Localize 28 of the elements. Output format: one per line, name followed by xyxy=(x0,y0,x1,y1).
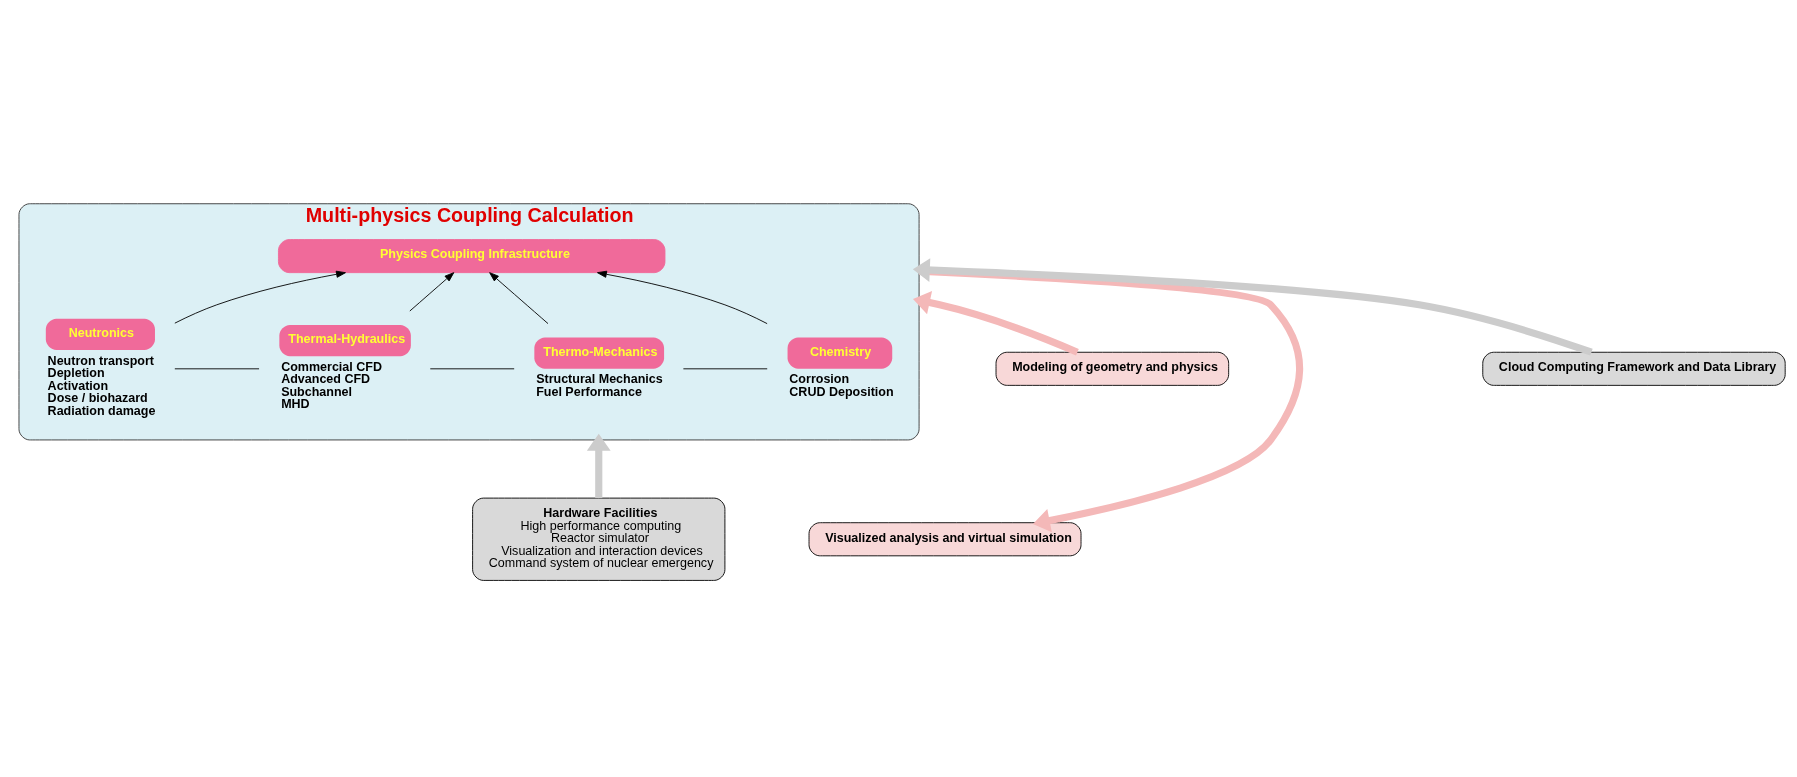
arrow xyxy=(912,258,1593,356)
node-label: Depletion xyxy=(47,366,105,381)
node-box: Visualized analysis and virtual simulation xyxy=(808,522,1082,557)
node-label: Structural Mechanics xyxy=(536,372,663,387)
node-label: Radiation damage xyxy=(47,403,156,418)
node-label: Dose / biohazard xyxy=(47,391,148,406)
node-box: Thermo-Mechanics xyxy=(534,337,665,369)
node-box: Thermal-Hydraulics xyxy=(279,324,411,357)
node-box: Physics Coupling Infrastructure xyxy=(278,239,666,274)
arrow xyxy=(912,290,1079,356)
node-label: Advanced CFD xyxy=(281,372,371,387)
arrow xyxy=(409,272,455,312)
node-label: Fuel Performance xyxy=(536,384,642,399)
node-box: Modeling of geometry and physics xyxy=(995,351,1230,386)
node-label: CRUD Deposition xyxy=(789,384,894,399)
node-label: Commercial CFD xyxy=(281,359,382,374)
node-label: Neutron transport xyxy=(47,353,154,368)
arrow xyxy=(586,433,611,499)
node-box: Cloud Computing Framework and Data Library xyxy=(1482,351,1786,386)
node-label: Corrosion xyxy=(789,372,850,387)
node-label: Subchannel xyxy=(281,384,353,399)
node-box: Chemistry xyxy=(787,337,893,369)
node-box: Hardware Facilities High performance computing Reactor simulator Visualization and interaction devices Command system of nuclear emergency xyxy=(472,497,726,581)
node-box: Neutronics xyxy=(45,318,155,351)
arrow xyxy=(597,270,768,325)
arrow xyxy=(489,272,549,325)
arrow xyxy=(174,270,346,324)
node-label: MHD xyxy=(281,397,310,412)
